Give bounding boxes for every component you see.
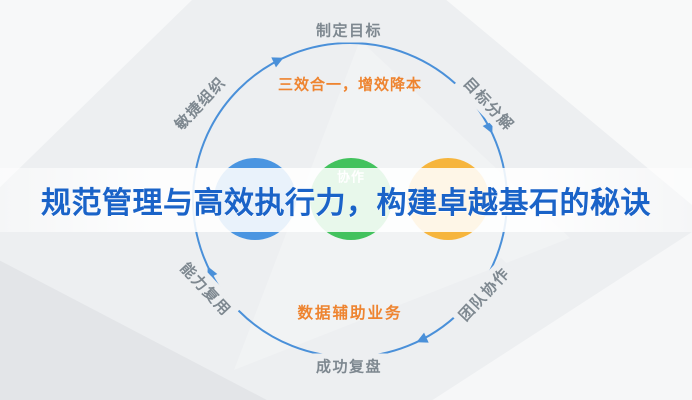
cycle-node-success-review: 成功复盘 (310, 353, 388, 379)
inner-slogan-top: 三效合一，增效降本 (277, 76, 423, 94)
cycle-arrow-icon (416, 332, 429, 343)
cycle-arrow-icon (271, 57, 284, 68)
cycle-node-set-goals: 制定目标 (310, 17, 388, 43)
inner-slogan-bottom: 数据辅助业务 (297, 305, 403, 322)
inner-circle-green-label: 协作 (336, 169, 366, 185)
